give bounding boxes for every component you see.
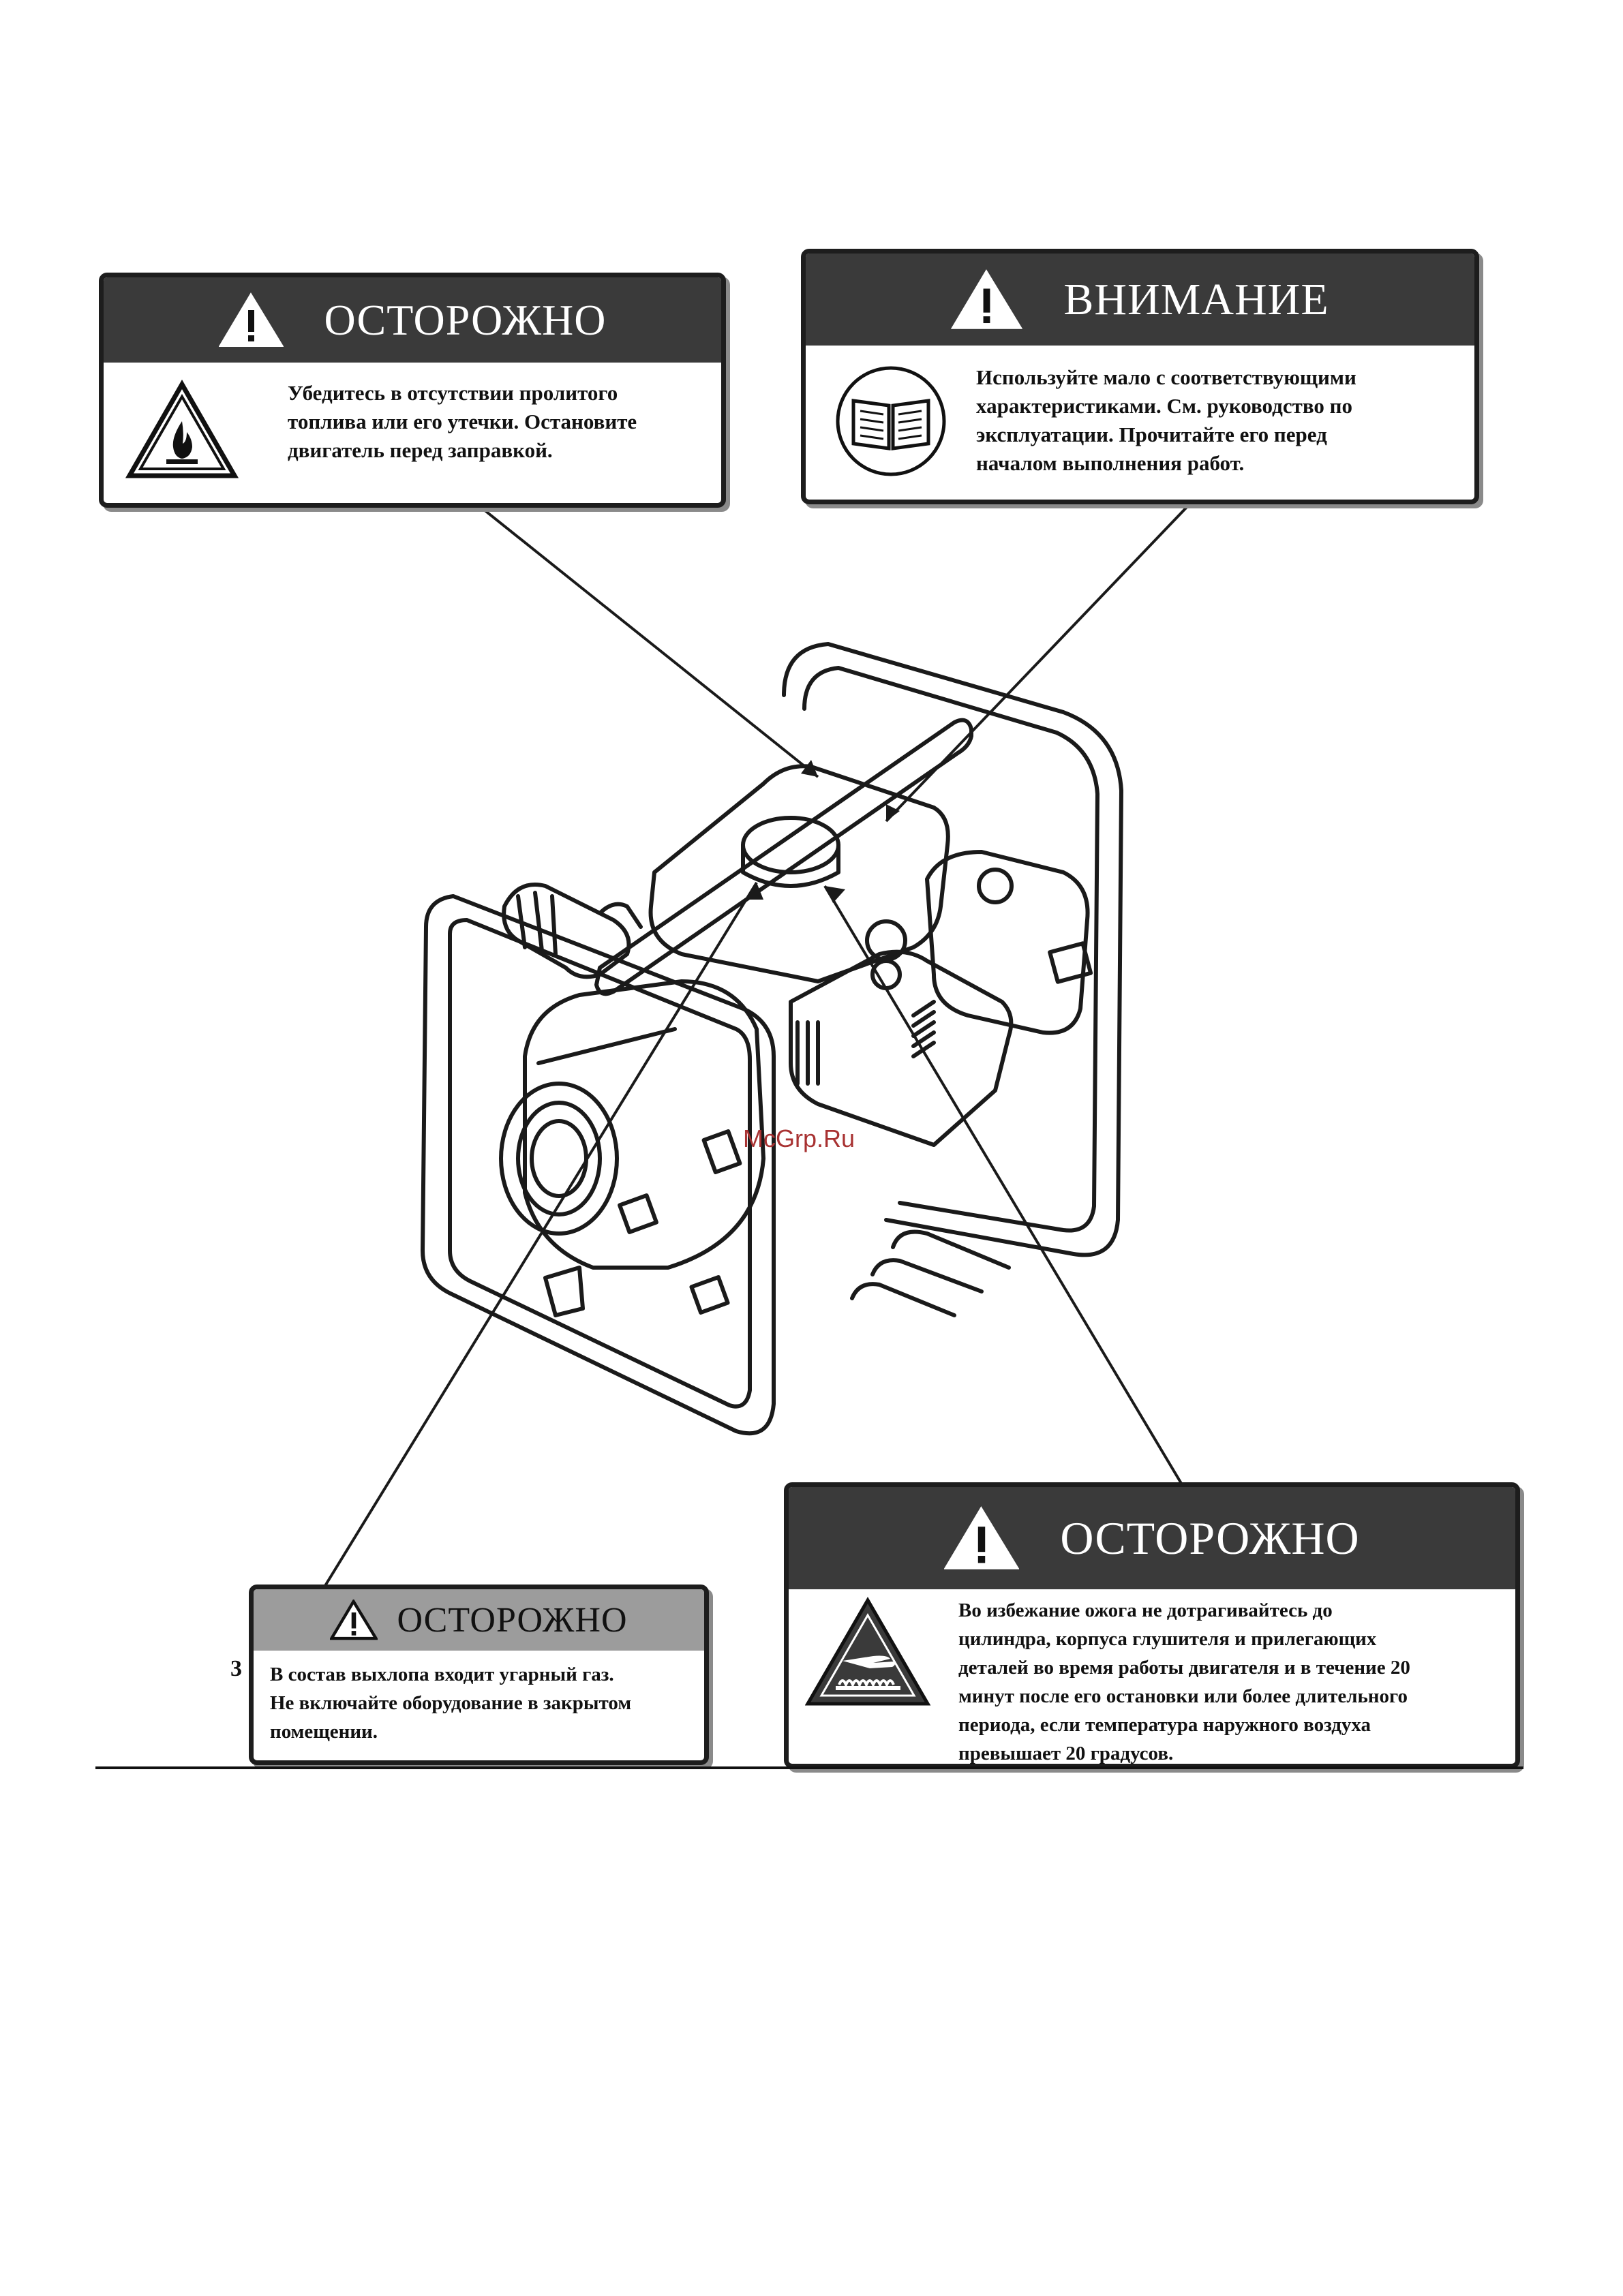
label-header: ОСТОРОЖНО [254,1589,704,1651]
label-title: ОСТОРОЖНО [1060,1512,1360,1564]
label-title: ВНИМАНИЕ [1063,274,1329,324]
safety-label-oil: ВНИМАНИЕ Используйте мало с соответствую… [801,249,1479,504]
label-text: Используйте мало с соответствующими хара… [976,365,1356,475]
outlet-fitting [502,883,631,979]
warning-triangle-icon [218,292,284,347]
inlet-fitting [499,1082,619,1236]
label-title: ОСТОРОЖНО [324,295,607,344]
safety-label-burn: ОСТОРОЖНО Во избежание ожога не дотрагив… [784,1482,1520,1769]
watermark: McGrp.Ru [743,1124,855,1152]
label-header: ОСТОРОЖНО [104,277,721,363]
rear-frame [782,642,1123,1257]
pump-housing [523,979,765,1270]
fuel-tank [648,764,950,983]
horizontal-rule [95,1766,1523,1769]
warning-triangle-icon [944,1505,1020,1570]
pointer-line-burn [823,885,1184,1487]
hot-surface-icon [805,1597,931,1706]
label-text: Во избежание ожога не дотрагивайтесь до … [958,1599,1410,1764]
front-frame [421,894,776,1436]
engine-cylinder [789,949,1014,1147]
label-text: В состав выхлопа входит угарный газ. Не … [270,1664,632,1743]
air-filter [925,850,1090,1035]
safety-label-co: ОСТОРОЖНО В состав выхлопа входит угарны… [249,1585,709,1765]
warning-triangle-icon [951,269,1023,329]
page-number: 3 [230,1656,242,1681]
flammable-icon [125,379,239,478]
pointer-line-fuel [476,503,819,778]
label-header: ВНИМАНИЕ [806,254,1474,346]
pointer-line-oil [885,503,1191,823]
pointer-line-co [322,881,758,1589]
warning-triangle-icon [330,1599,378,1640]
safety-label-fuel: ОСТОРОЖНО Убедитесь в отсутствии пролито… [99,273,726,508]
label-text: Убедитесь в отсутствии пролитого топлива… [288,381,637,462]
label-title: ОСТОРОЖНО [397,1600,628,1640]
read-manual-icon [836,366,946,476]
label-header: ОСТОРОЖНО [789,1487,1515,1589]
